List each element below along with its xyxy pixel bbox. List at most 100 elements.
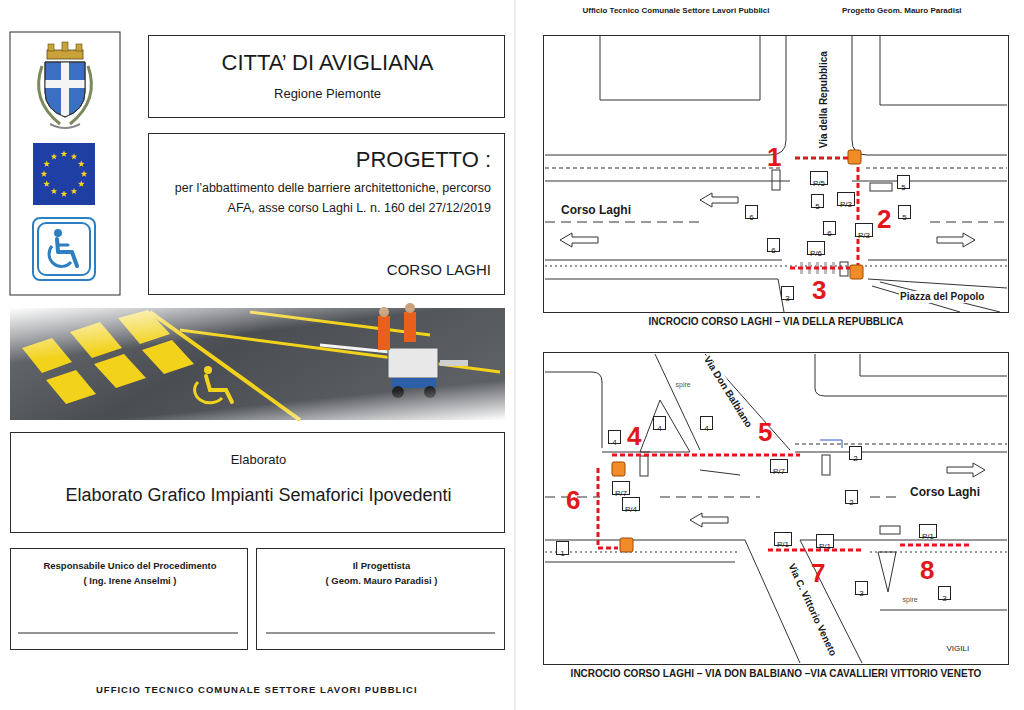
tactile-path [790, 158, 858, 272]
tactile-path [598, 468, 618, 548]
acoustic-signal [850, 265, 863, 279]
coat-of-arms [45, 62, 85, 117]
intersection-plan [545, 36, 786, 155]
tactile-path [790, 267, 852, 270]
map-label: Progetto Geom. Mauro Paradisi [841, 6, 963, 15]
intersection-plan [820, 440, 842, 448]
intersection-plan [545, 36, 1007, 312]
intersection-plan [545, 279, 778, 280]
page-divider [515, 0, 516, 710]
callout-number: 8 [919, 557, 935, 583]
intersection-plan [937, 233, 975, 247]
intersection-plan [868, 279, 1007, 288]
box-text: Elaborato Grafico Impianti Semaforici Ip… [11, 485, 506, 507]
logo-column [10, 32, 120, 295]
wheelchair-icon [54, 229, 62, 237]
intersection-plan [545, 260, 782, 261]
box-text: PROGETTO : [149, 147, 491, 173]
coat-of-arms [62, 42, 68, 51]
box-text: CORSO LAGHI [149, 261, 491, 279]
eu-flag [81, 171, 87, 177]
signal-box: 3 [781, 286, 794, 300]
signal-box: 2 [845, 490, 858, 504]
signal-box: 5 [897, 175, 910, 189]
signal-box: 2 [849, 446, 862, 460]
page-divider [515, 0, 516, 710]
intersection-plan [870, 183, 892, 191]
title-box: Responsabile Unico del Procedimento( Ing… [10, 548, 248, 650]
signal-number: P/7 [773, 467, 785, 476]
title-box: CITTA’ DI AVIGLIANA Regione Piemonte [148, 35, 505, 118]
intersection-plan [880, 610, 1007, 611]
signal-number: 4 [612, 438, 616, 447]
acoustic-signal [848, 150, 863, 279]
intersection-plan [852, 181, 1007, 182]
acoustic-signal [620, 538, 633, 552]
box-text: ( Geom. Mauro Paradisi ) [261, 575, 502, 586]
plan-caption: INCROCIO CORSO LAGHI – VIA DELLA REPUBBL… [543, 316, 1009, 328]
intersection-plan [772, 170, 780, 190]
signal-number: 5 [815, 202, 819, 211]
intersection-plan [795, 452, 1007, 453]
plan-panel: INCROCIO CORSO LAGHI – VIA DON BALBIANO … [543, 352, 1009, 682]
map-label: Corso Laghi [909, 486, 981, 500]
eu-flag [43, 161, 49, 167]
title-box: PROGETTO :per l’abbattimento delle barri… [148, 133, 505, 295]
signal-number: 2 [853, 454, 857, 463]
intersection-plan [860, 354, 1007, 376]
intersection-plan [700, 193, 738, 207]
callout-number: 6 [565, 487, 581, 513]
signal-number: 5 [902, 213, 906, 222]
intersection-plan [640, 400, 690, 452]
signal-box: 3 [855, 581, 868, 595]
signal-box: P/1 [816, 534, 834, 548]
signal-box: P/1 [774, 532, 792, 546]
eu-flag [78, 181, 84, 187]
signal-number: 6 [771, 246, 775, 255]
intersection-plan [880, 526, 900, 534]
signal-box: 4 [608, 430, 621, 444]
callout-number: 7 [810, 560, 826, 586]
intersection-plan [822, 455, 830, 475]
signal-number: 4 [657, 424, 661, 433]
wheelchair-icon [33, 218, 95, 280]
road-marking-photo [10, 308, 505, 420]
intersection-plan [690, 513, 728, 527]
signal-box: 4 [700, 416, 713, 430]
box-text: Regione Piemonte [149, 86, 506, 102]
coat-of-arms [50, 124, 80, 128]
map-label: spire [675, 381, 692, 389]
signal-number: 3 [785, 294, 789, 303]
intersection-plan [545, 540, 745, 541]
intersection-plan [852, 36, 1007, 155]
intersection-plan [600, 36, 760, 100]
eu-flag [33, 143, 95, 205]
signal-box: P/4 [622, 497, 640, 511]
wheelchair-icon [49, 246, 71, 266]
title-box: ElaboratoElaborato Grafico Impianti Sema… [10, 432, 505, 533]
map-label: Piazza del Popolo [899, 291, 985, 303]
plan-panel: INCROCIO CORSO LAGHI – VIA DELLA REPUBBL… [543, 35, 1009, 331]
signal-number: 3 [942, 594, 946, 603]
eu-flag [78, 161, 84, 167]
intersection-plan [930, 222, 1007, 223]
signal-box: 6 [823, 221, 836, 235]
intersection-plan [880, 282, 1000, 312]
intersection-plan [795, 444, 1007, 445]
signal-box: 5 [898, 205, 911, 219]
intersection-plan [870, 497, 900, 498]
map-label: Via della Repubblica [817, 50, 829, 149]
box-text: CITTA’ DI AVIGLIANA [149, 50, 506, 76]
intersection-plan [815, 354, 1007, 396]
signature-line [266, 633, 495, 634]
coat-of-arms [47, 50, 83, 59]
coat-of-arms [76, 44, 82, 51]
intersection-plan [545, 562, 735, 563]
wheelchair-icon [58, 244, 68, 247]
coat-of-arms [39, 42, 92, 128]
intersection-plan [745, 540, 800, 663]
callout-number: 5 [757, 419, 773, 445]
eu-flag [43, 181, 49, 187]
signal-box: P/3 [837, 192, 855, 206]
map-label: Ufficio Tecnico Comunale Settore Lavori … [582, 6, 771, 15]
